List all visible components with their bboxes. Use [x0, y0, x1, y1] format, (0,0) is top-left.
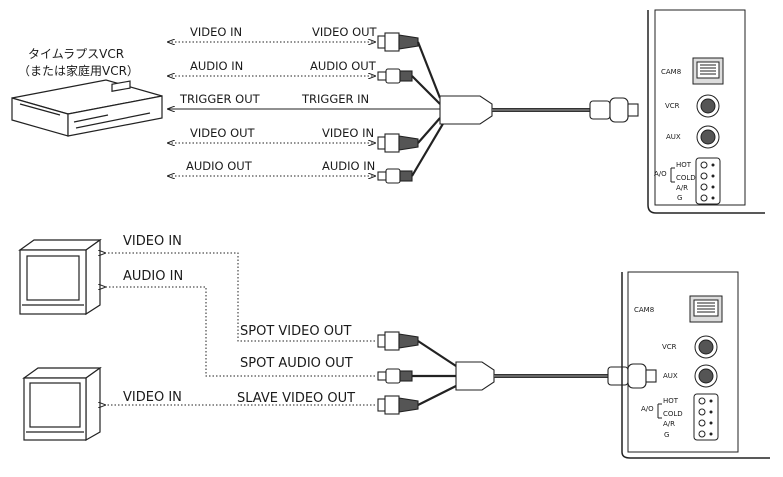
spot-video-out-label: SPOT VIDEO OUT [240, 324, 351, 339]
top-row3-left-label: TRIGGER OUT [179, 92, 261, 106]
bnc-connector-icon [377, 117, 441, 153]
top-row2-right-label: AUDIO OUT [310, 59, 377, 73]
top-row3-right-label: TRIGGER IN [301, 92, 369, 106]
monitor2-video-in-label: VIDEO IN [123, 390, 182, 405]
panel-top-cold-label: COLD [676, 174, 696, 182]
top-row1-left-label: VIDEO IN [190, 25, 242, 39]
bnc-connector-icon [377, 32, 442, 99]
top-row5-right-label: AUDIO IN [322, 159, 375, 173]
cam-port-icon [692, 57, 724, 85]
din-plug-icon [589, 97, 639, 123]
rear-panel-bottom: CAM8 VCR AUX A/O HOT COLD A/R G [621, 271, 770, 459]
rca-connector-icon [377, 368, 456, 384]
cable-breakout-block [455, 361, 495, 391]
vcr-device-icon [11, 79, 163, 137]
panel-bottom-ao-label: A/O [641, 405, 654, 413]
bottom-connectors [377, 331, 657, 415]
rear-panel-top: CAM8 VCR AUX A/O HOT COLD A/R G [647, 9, 765, 214]
rca-connector-icon [377, 68, 441, 105]
terminal-block-icon [693, 393, 719, 441]
panel-top-g-label: G [677, 194, 682, 202]
monitor-icon [22, 366, 102, 442]
panel-top-aux-label: AUX [666, 133, 681, 141]
bnc-connector-icon [377, 331, 457, 367]
monitor1-video-in-label: VIDEO IN [123, 234, 182, 249]
top-row5-left-label: AUDIO OUT [186, 159, 253, 173]
cam-port-icon [689, 295, 723, 323]
rca-connector-icon [377, 121, 445, 184]
aux-port-icon [700, 129, 716, 145]
vcr-port-icon [700, 98, 716, 114]
bottom-cable-lines [105, 253, 375, 405]
panel-bottom-cam-label: CAM8 [634, 306, 654, 314]
panel-top-ar-label: A/R [676, 184, 688, 192]
panel-bottom-aux-label: AUX [663, 372, 678, 380]
top-connectors [377, 32, 639, 184]
top-cable-lines [168, 42, 440, 176]
terminal-block-icon [695, 157, 721, 205]
vcr-label-line1: タイムラプスVCR [28, 47, 124, 61]
bnc-connector-icon [377, 385, 457, 415]
monitor1-audio-in-label: AUDIO IN [123, 269, 183, 284]
panel-bottom-hot-label: HOT [663, 397, 679, 405]
aux-port-icon [698, 368, 714, 384]
vcr-label-line2: （または家庭用VCR） [18, 63, 139, 78]
panel-bottom-cold-label: COLD [663, 410, 683, 418]
top-row4-left-label: VIDEO OUT [190, 126, 256, 140]
spot-audio-out-label: SPOT AUDIO OUT [240, 356, 353, 371]
slave-video-out-label: SLAVE VIDEO OUT [237, 391, 355, 406]
panel-top-hot-label: HOT [676, 161, 692, 169]
panel-top-cam-label: CAM8 [661, 68, 681, 76]
monitor-icon [18, 238, 102, 316]
vcr-port-icon [698, 339, 714, 355]
panel-top-ao-label: A/O [654, 170, 667, 178]
panel-bottom-g-label: G [664, 431, 669, 439]
top-row1-right-label: VIDEO OUT [312, 25, 378, 39]
top-row2-left-label: AUDIO IN [190, 59, 243, 73]
top-row4-right-label: VIDEO IN [322, 126, 374, 140]
din-plug-icon [607, 363, 657, 389]
panel-bottom-vcr-label: VCR [662, 343, 677, 351]
panel-top-vcr-label: VCR [665, 102, 680, 110]
panel-bottom-ar-label: A/R [663, 420, 675, 428]
cable-breakout-block [439, 95, 493, 125]
